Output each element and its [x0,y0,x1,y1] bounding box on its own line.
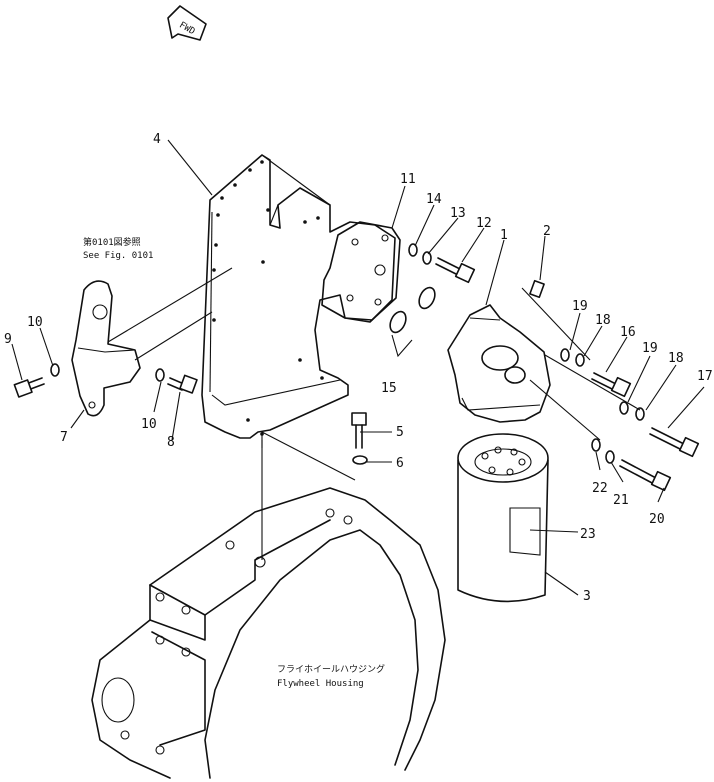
callout-7: 7 [60,430,68,445]
callout-22: 22 [592,481,608,496]
callout-6: 6 [396,456,404,471]
callout-23: 23 [580,527,596,542]
fwd-arrow: FWD [167,5,207,41]
leader-lines [11,139,705,596]
bolt-12-set [408,243,476,284]
filter-cartridge [457,433,549,603]
callouts: 1 2 3 4 5 6 7 8 9 10 10 11 12 13 14 15 1… [4,132,713,604]
callout-4: 4 [153,132,161,147]
callout-18-upper: 18 [595,313,611,328]
callout-19-upper: 19 [572,299,588,314]
callout-15: 15 [381,381,397,396]
left-bracket [13,280,198,417]
housing-jp: フライホイールハウジング [277,663,385,675]
callout-1: 1 [500,228,508,243]
o-rings [389,286,436,358]
callout-5: 5 [396,425,404,440]
callout-17: 17 [697,369,713,384]
bolt-5-set [351,412,368,465]
callout-8: 8 [167,435,175,450]
callout-20: 20 [649,512,665,527]
callout-10-left: 10 [27,315,43,330]
callout-18-lower: 18 [668,351,684,366]
filter-head [447,279,551,423]
housing-en: Flywheel Housing [277,679,364,689]
callout-14: 14 [426,192,442,207]
callout-21: 21 [613,493,629,508]
callout-3: 3 [583,589,591,604]
flywheel-housing [91,487,446,779]
bolt-16-17-set [560,348,700,458]
see-fig-en: See Fig. 0101 [83,251,153,261]
callout-11: 11 [400,172,416,187]
callout-10-right: 10 [141,417,157,432]
see-fig-jp: 第0101図参照 [83,236,141,248]
main-bracket [201,154,396,448]
callout-2: 2 [543,224,551,239]
bolt-20-set [591,438,672,492]
callout-16: 16 [620,325,636,340]
callout-12: 12 [476,216,492,231]
callout-19-lower: 19 [642,341,658,356]
callout-13: 13 [450,206,466,221]
callout-9: 9 [4,332,12,347]
mounting-plate [321,221,401,321]
